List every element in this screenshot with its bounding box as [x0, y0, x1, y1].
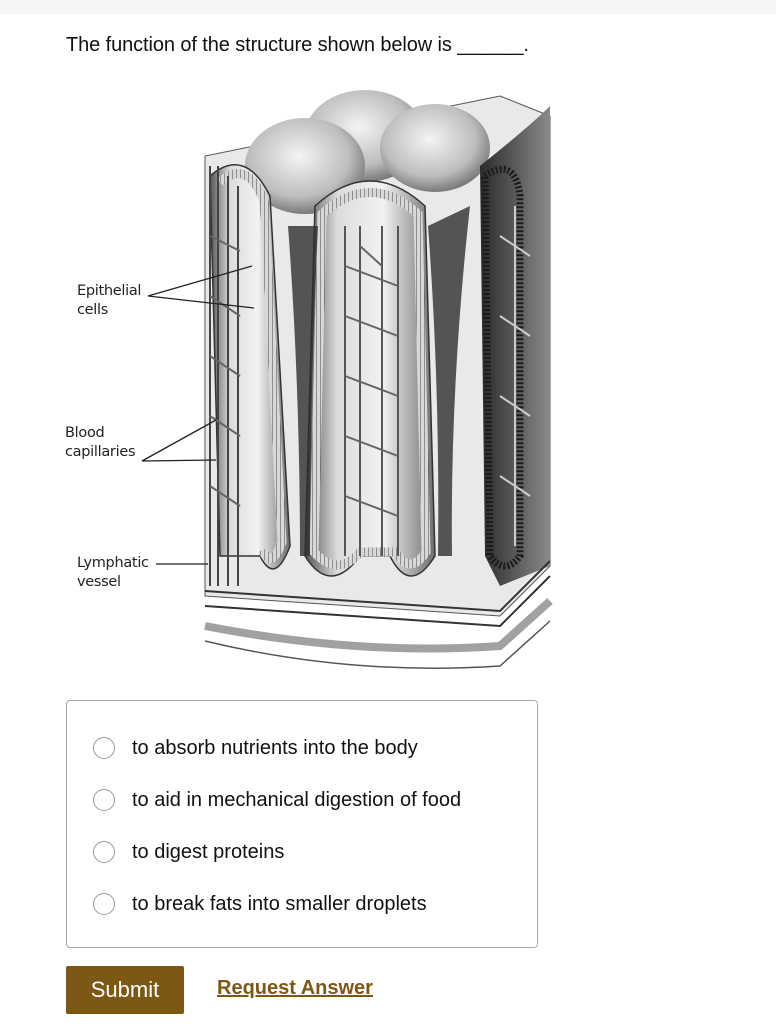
- choice-4[interactable]: to break fats into smaller droplets: [93, 889, 427, 919]
- choice-label: to digest proteins: [132, 840, 285, 863]
- epithelial-cells-label: Epithelial cells: [77, 283, 142, 318]
- answer-choices: to absorb nutrients into the body to aid…: [66, 700, 538, 948]
- question-text: The function of the structure shown belo…: [66, 34, 529, 56]
- lymphatic-vessel-label: Lymphatic vessel: [77, 555, 149, 590]
- radio-button[interactable]: [93, 737, 115, 759]
- choice-label: to aid in mechanical digestion of food: [132, 788, 462, 811]
- villi-diagram: Epithelial cells Blood capillaries Lymph…: [60, 86, 560, 686]
- request-answer-link[interactable]: Request Answer: [217, 977, 373, 999]
- blood-capillaries-label: Blood capillaries: [65, 425, 136, 460]
- top-bar: [0, 0, 776, 14]
- radio-button[interactable]: [93, 841, 115, 863]
- radio-button[interactable]: [93, 789, 115, 811]
- choice-label: to break fats into smaller droplets: [132, 892, 427, 915]
- villi-illustration: [141, 90, 553, 669]
- choice-label: to absorb nutrients into the body: [132, 736, 418, 759]
- choice-2[interactable]: to aid in mechanical digestion of food: [93, 785, 461, 815]
- choice-1[interactable]: to absorb nutrients into the body: [93, 733, 418, 763]
- choice-3[interactable]: to digest proteins: [93, 837, 284, 867]
- submit-button[interactable]: Submit: [66, 966, 184, 1014]
- radio-button[interactable]: [93, 893, 115, 915]
